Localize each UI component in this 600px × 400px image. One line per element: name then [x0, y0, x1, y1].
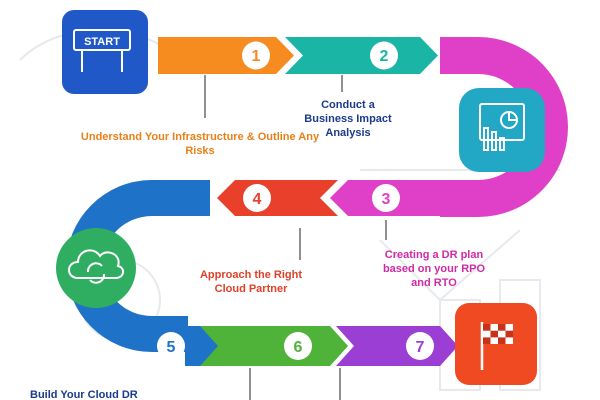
step-1-label: Understand Your Infrastructure & Outline…: [80, 131, 320, 157]
start-tile: START: [62, 10, 148, 94]
road-curve-right: [440, 37, 568, 217]
step-4-arrow: [217, 180, 338, 216]
step-2-label: Conduct a Business Impact Analysis: [304, 99, 392, 139]
step-6-number: 6: [294, 339, 303, 356]
step-1-number: 1: [252, 48, 261, 65]
connector-lines: [204, 75, 387, 400]
road-curve-left: [66, 180, 210, 352]
step-7-badge: 7: [406, 332, 434, 360]
checkered-flag-icon: [480, 322, 513, 370]
finish-tile: [455, 303, 537, 385]
step-5-number: 5: [167, 339, 176, 356]
step-7-arrow: [336, 326, 458, 366]
step-3-badge: 3: [372, 184, 400, 212]
step-4-number: 4: [253, 191, 262, 208]
cloud-sync-icon: [68, 249, 124, 284]
step-5-badge: 5: [157, 332, 185, 360]
chart-report-icon: [479, 103, 525, 151]
start-sign-icon: [73, 29, 131, 72]
chart-tile: [459, 88, 545, 172]
start-label: START: [84, 36, 120, 48]
step-2-number: 2: [380, 48, 389, 65]
step-4-badge: 4: [243, 184, 271, 212]
step-3-label: Creating a DR plan based on your RPO and…: [382, 249, 486, 289]
step-6-arrow: [200, 326, 348, 366]
step-1-badge: 1: [242, 41, 270, 70]
step-4-label: Approach the Right Cloud Partner: [199, 269, 303, 295]
step-2-badge: 2: [370, 41, 398, 70]
step-3-number: 3: [382, 191, 391, 208]
step-2-arrow: [285, 37, 438, 74]
step-6-badge: 6: [284, 332, 312, 360]
step-7-number: 7: [416, 339, 425, 356]
step-1-arrow: [158, 37, 294, 74]
step-5-label: Build Your Cloud DR: [30, 389, 138, 400]
cloud-tile: [56, 228, 136, 308]
